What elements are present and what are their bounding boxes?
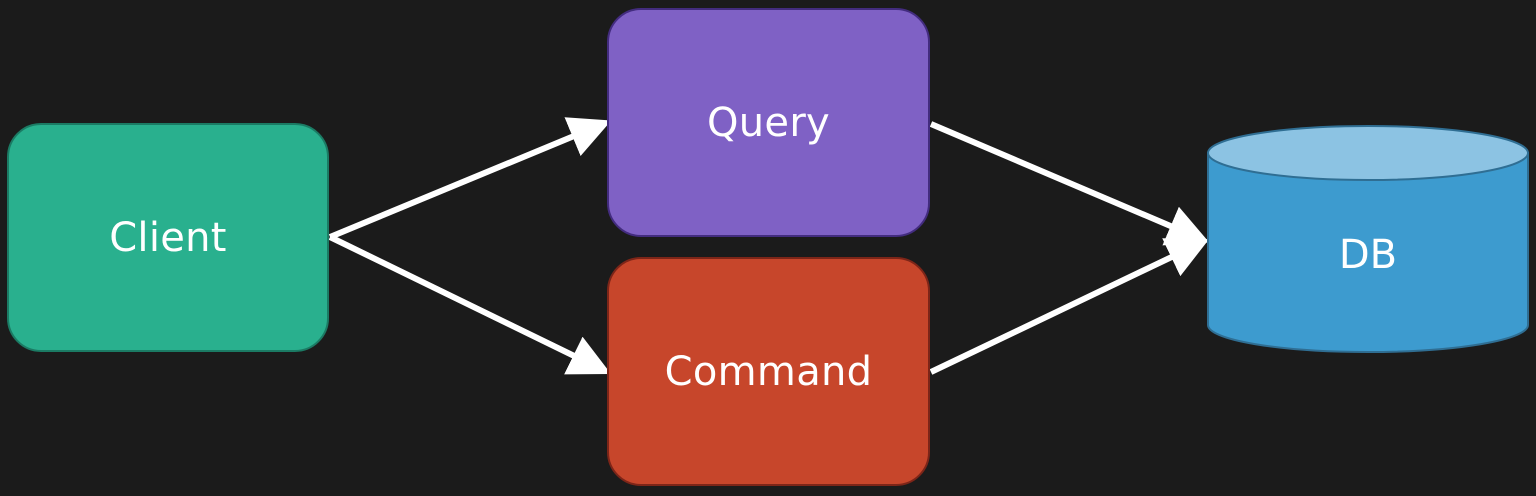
query-node: Query [607, 8, 930, 237]
command-node: Command [607, 257, 930, 486]
db-cylinder [1207, 125, 1529, 353]
query-label: Query [706, 99, 831, 146]
client-label: Client [109, 214, 227, 261]
client-node: Client [7, 123, 329, 352]
command-label: Command [664, 348, 873, 395]
db-cylinder-body [1207, 152, 1529, 353]
db-label: DB [1338, 232, 1398, 278]
arrow-query-to-db [929, 121, 1210, 246]
db-cylinder-top [1207, 125, 1529, 181]
arrow-client-to-command [328, 234, 612, 375]
arrow-command-to-db [929, 238, 1210, 375]
arrow-client-to-query [328, 117, 612, 240]
